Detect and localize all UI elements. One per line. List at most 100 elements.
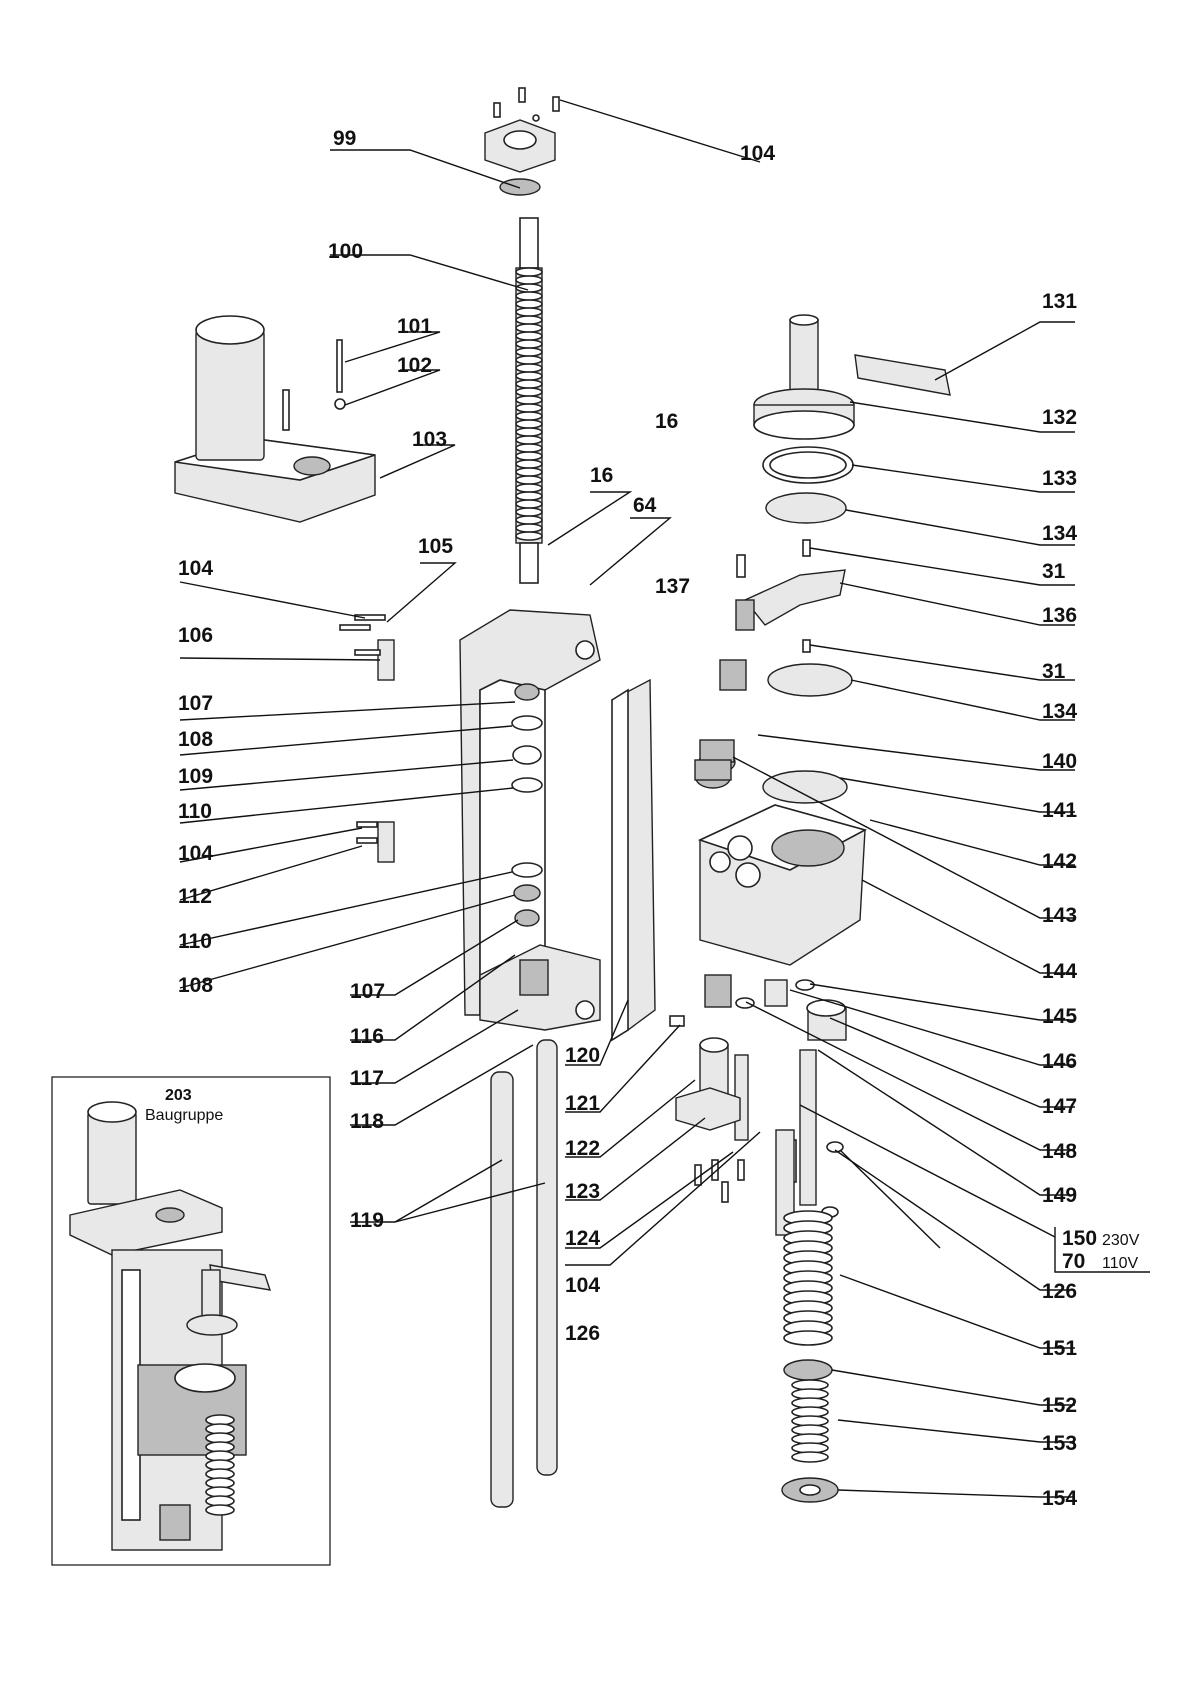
coil-turn <box>515 499 543 509</box>
coil-turn <box>515 387 543 397</box>
part-label: 106 <box>178 624 213 647</box>
part-label: 147 <box>1042 1095 1077 1118</box>
part-label: 143 <box>1042 904 1077 927</box>
lower-small-parts <box>669 974 847 1236</box>
part-label: 104 <box>740 142 775 165</box>
part-label: 149 <box>1042 1184 1077 1207</box>
top-flange-part <box>484 87 560 196</box>
part-label: 151 <box>1042 1337 1077 1360</box>
coil-turn <box>515 403 543 413</box>
coil-turn <box>515 363 543 373</box>
inset-drawing <box>69 1101 272 1551</box>
part-label: 136 <box>1042 604 1077 627</box>
parts-drawing <box>174 87 951 1508</box>
lead-screw-part <box>515 217 543 584</box>
coil-turn <box>515 523 543 533</box>
inset-assembly: 203 Baugruppe <box>51 1076 331 1566</box>
rail-part <box>611 678 656 1042</box>
part-label: 141 <box>1042 799 1077 822</box>
frame-part <box>459 609 601 1031</box>
part-label: 150 <box>1062 1227 1097 1250</box>
part-label: 131 <box>1042 290 1077 313</box>
part-label: 107 <box>178 692 213 715</box>
part-label: 118 <box>350 1110 384 1133</box>
lever-part <box>719 539 846 691</box>
part-label: 101 <box>397 315 432 338</box>
part-label: 123 <box>565 1180 600 1203</box>
rods-part <box>490 1039 558 1508</box>
coil-turn <box>515 411 543 421</box>
part-label: 16 <box>655 410 678 433</box>
part-label: 103 <box>412 428 447 451</box>
voltage-110: 110V <box>1102 1255 1139 1272</box>
part-label: 119 <box>350 1209 384 1232</box>
part-label: 134 <box>1042 522 1077 545</box>
part-label: 146 <box>1042 1050 1077 1073</box>
coil-turn <box>515 371 543 381</box>
coil-turn <box>515 475 543 485</box>
part-label: 108 <box>178 974 213 997</box>
part-label: 31 <box>1042 560 1066 583</box>
coil-turn <box>515 531 543 541</box>
part-label: 109 <box>178 765 213 788</box>
part-label: 126 <box>1042 1280 1077 1303</box>
part-label: 110 <box>178 930 212 953</box>
coil-turn <box>515 427 543 437</box>
coil-turn <box>515 331 543 341</box>
part-label: 16 <box>590 464 613 487</box>
coil-turn <box>515 435 543 445</box>
screens-part <box>762 446 854 697</box>
part-label: 100 <box>328 240 363 263</box>
coil-turn <box>515 443 543 453</box>
coil-turn <box>515 307 543 317</box>
part-label: 108 <box>178 728 213 751</box>
handle-part <box>753 314 951 440</box>
coil-turn <box>515 467 543 477</box>
brackets <box>339 614 395 863</box>
coil-turn <box>515 355 543 365</box>
part-label: 153 <box>1042 1432 1077 1455</box>
part-label: 112 <box>178 885 212 908</box>
coil-turn <box>515 299 543 309</box>
part-label: 122 <box>565 1137 600 1160</box>
coil-turn <box>515 395 543 405</box>
part-label: 133 <box>1042 467 1077 490</box>
part-label: 148 <box>1042 1140 1077 1163</box>
motor-part <box>174 315 376 523</box>
leader-lines <box>179 99 1150 1498</box>
part-label: 64 <box>633 494 657 517</box>
part-labels: 99 104 100 101 102 103 16 64 105 104 106… <box>178 127 1140 1510</box>
coil-turn <box>515 267 543 277</box>
inset-title: Baugruppe <box>145 1107 223 1124</box>
part-label: 137 <box>655 575 690 598</box>
voltage-230: 230V <box>1102 1232 1140 1249</box>
coil-turn <box>515 491 543 501</box>
coil-turn <box>515 379 543 389</box>
part-label: 117 <box>350 1067 384 1090</box>
part-label: 154 <box>1042 1487 1077 1510</box>
part-label: 134 <box>1042 700 1077 723</box>
part-label: 124 <box>565 1227 600 1250</box>
coil-turn <box>515 419 543 429</box>
column-washers <box>511 683 543 927</box>
coil-turn <box>515 459 543 469</box>
part-label: 105 <box>418 535 453 558</box>
part-label: 145 <box>1042 1005 1077 1028</box>
inset-number: 203 <box>165 1087 192 1104</box>
part-label: 99 <box>333 127 356 150</box>
coil-turn <box>515 339 543 349</box>
part-label: 126 <box>565 1322 600 1345</box>
brew-unit-part <box>694 739 868 966</box>
part-label: 104 <box>565 1274 600 1297</box>
part-label: 121 <box>565 1092 600 1115</box>
coil-turn <box>515 507 543 517</box>
spring-stack-part <box>781 1210 839 1503</box>
part-label: 116 <box>350 1025 384 1048</box>
part-label: 132 <box>1042 406 1077 429</box>
coil-turn <box>515 451 543 461</box>
part-label: 120 <box>565 1044 600 1067</box>
part-label: 104 <box>178 842 213 865</box>
coil-turn <box>515 315 543 325</box>
part-label: 31 <box>1042 660 1066 683</box>
coil-turn <box>783 1330 833 1346</box>
